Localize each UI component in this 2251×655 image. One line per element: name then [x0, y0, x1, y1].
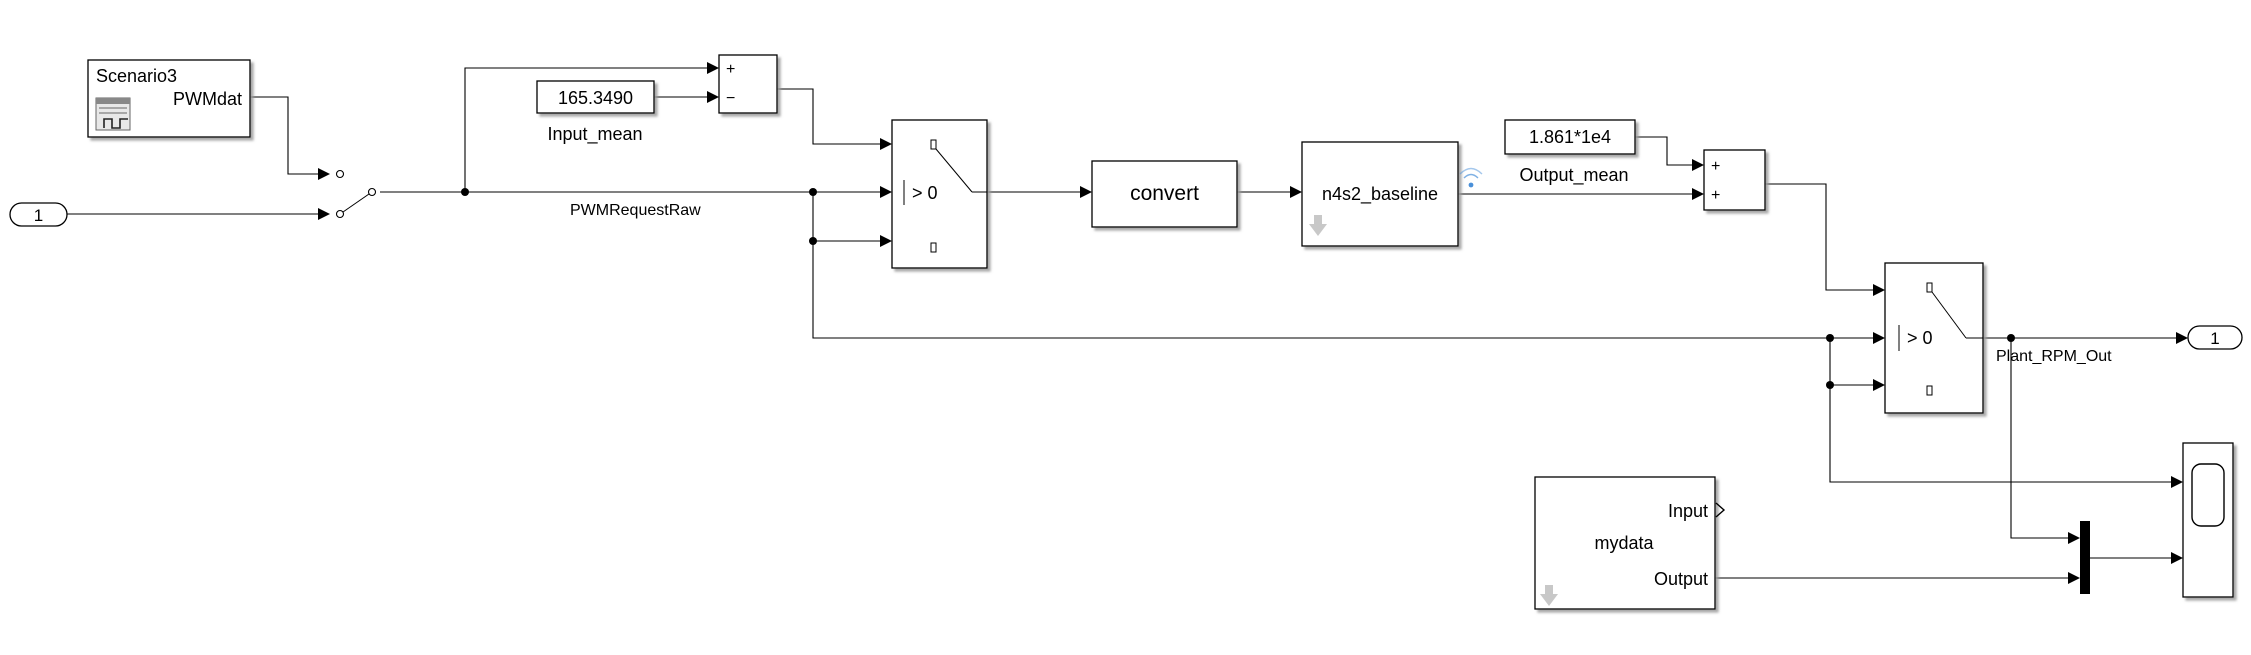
branch-point: [461, 188, 469, 196]
switch2-block[interactable]: > 0: [1884, 262, 1984, 414]
switch-contact-bottom: [335, 209, 345, 219]
switch1-bottom-contact: [930, 242, 937, 253]
down-arrow-icon: [1309, 215, 1327, 236]
wireless-signal-icon: [1459, 167, 1483, 188]
line-branch-to-scope[interactable]: [1829, 385, 2171, 483]
line-branch-to-sum1[interactable]: [464, 67, 707, 192]
outport-number: 1: [2210, 329, 2219, 348]
arrowhead: [1873, 379, 1885, 391]
sum2-plus-sign-bottom: +: [1711, 187, 1720, 204]
mydata-input-port: Input: [1668, 501, 1708, 521]
line-scenario-to-switch[interactable]: [250, 96, 318, 175]
scenario-output-port: PWMdat: [173, 89, 242, 109]
arrowhead: [2171, 552, 2183, 564]
convert-label: convert: [1130, 182, 1199, 205]
arrowhead: [880, 138, 892, 150]
arrowhead: [880, 235, 892, 247]
scenario-signal-editor-block[interactable]: Scenario3 PWMdat: [87, 59, 251, 138]
signal-label-pwm-request-raw: PWMRequestRaw: [570, 202, 701, 219]
arrowhead: [1290, 186, 1302, 198]
branch-point: [809, 237, 817, 245]
line-branch-to-switch1-bottom[interactable]: [812, 192, 880, 242]
output-mean-value: 1.861*1e4: [1529, 127, 1611, 147]
mux-block[interactable]: [2080, 521, 2090, 594]
arrowhead: [2176, 332, 2188, 344]
scenario-name: Scenario3: [96, 66, 177, 86]
branch-point: [809, 188, 817, 196]
arrowhead: [880, 186, 892, 198]
mydata-label: mydata: [1594, 533, 1654, 553]
arrowhead: [2068, 532, 2080, 544]
line-pwm-to-switch2-control[interactable]: [812, 241, 1873, 339]
switch1-threshold: > 0: [912, 183, 938, 203]
arrowhead: [707, 91, 719, 103]
signal-lines: [67, 62, 2188, 584]
switch1-block[interactable]: > 0: [891, 119, 988, 269]
model-block[interactable]: n4s2_baseline: [1301, 141, 1459, 247]
sum1-block[interactable]: + −: [718, 54, 778, 114]
switch2-lever: [1931, 291, 1967, 339]
inport-number: 1: [34, 206, 43, 225]
signal-editor-icon: [95, 97, 131, 131]
line-branch-to-mux[interactable]: [2010, 338, 2068, 539]
switch2-top-contact: [1926, 282, 1933, 293]
switch1-lever: [935, 148, 973, 193]
line-branch-to-switch2-bottom[interactable]: [1829, 338, 1873, 386]
switch-pivot: [367, 187, 377, 197]
convert-block[interactable]: convert: [1091, 160, 1238, 228]
signal-label-plant-rpm-out: Plant_RPM_Out: [1996, 348, 2112, 365]
sum1-plus-sign: +: [726, 61, 735, 78]
sum2-plus-sign-top: +: [1711, 158, 1720, 175]
sum2-block[interactable]: + +: [1703, 149, 1766, 211]
arrowhead: [1873, 284, 1885, 296]
line-output-mean-to-sum2[interactable]: [1635, 136, 1692, 166]
arrowhead: [318, 168, 330, 180]
switch1-top-contact: [930, 139, 937, 150]
line-sum2-to-switch2[interactable]: [1765, 183, 1873, 291]
input-mean-value: 165.3490: [558, 88, 633, 108]
switch2-bottom-contact: [1926, 385, 1933, 396]
branch-point: [2007, 334, 2015, 342]
scope-block[interactable]: [2182, 442, 2234, 598]
arrowhead: [707, 62, 719, 74]
output-mean-constant-block[interactable]: 1.861*1e4: [1504, 119, 1636, 155]
output-mean-label: Output_mean: [1519, 165, 1628, 186]
arrowhead: [2068, 572, 2080, 584]
line-sum1-to-switch1[interactable]: [777, 88, 880, 145]
input-mean-label: Input_mean: [547, 124, 642, 145]
switch-lever: [342, 193, 370, 213]
arrowhead: [1692, 188, 1704, 200]
switch2-threshold: > 0: [1907, 328, 1933, 348]
inport-1[interactable]: 1: [9, 202, 68, 227]
sum1-minus-sign: −: [726, 90, 735, 107]
mydata-input-chevron: [1715, 502, 1726, 518]
scope-screen-icon: [2191, 463, 2225, 527]
arrowhead: [2171, 476, 2183, 488]
model-label: n4s2_baseline: [1322, 184, 1438, 205]
mydata-subsystem-block[interactable]: mydata Input Output: [1534, 476, 1726, 610]
arrowhead: [318, 208, 330, 220]
switch-contact-top: [335, 169, 345, 179]
outport-1[interactable]: 1: [2187, 325, 2243, 350]
manual-switch-block[interactable]: [335, 169, 377, 219]
mydata-output-port: Output: [1654, 569, 1708, 589]
branch-point: [1826, 381, 1834, 389]
arrowhead: [1080, 186, 1092, 198]
input-mean-constant-block[interactable]: 165.3490: [536, 80, 655, 114]
arrowhead: [1873, 332, 1885, 344]
branch-point: [1826, 334, 1834, 342]
down-arrow-icon: [1540, 585, 1558, 606]
arrowhead: [1692, 159, 1704, 171]
